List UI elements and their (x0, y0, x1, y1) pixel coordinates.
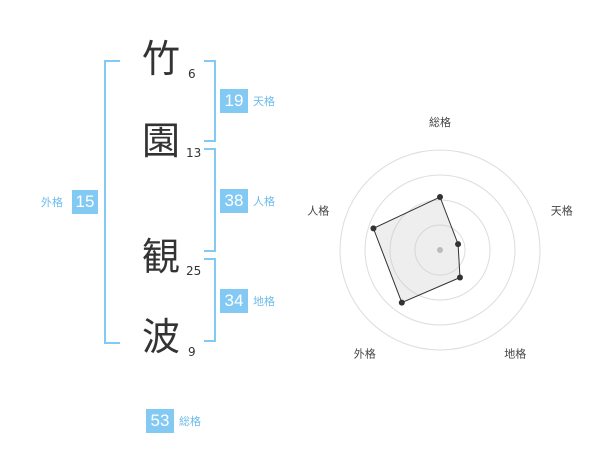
jinkaku-value: 38 (220, 189, 248, 213)
chikaku-label: 地格 (253, 295, 275, 308)
tenkaku-bracket (204, 60, 216, 142)
radar-axis-label-4: 外格 (354, 347, 376, 361)
gaikaku-label: 外格 (41, 196, 63, 209)
name-char-2: 園 (142, 119, 181, 163)
radar-point-5 (370, 225, 377, 232)
name-char-1: 竹 (142, 37, 181, 81)
jinkaku-label: 人格 (253, 195, 275, 208)
radar-ring-3 (364, 174, 516, 326)
stroke-count-1: 6 (188, 67, 196, 81)
radar-area (372, 196, 461, 304)
tenkaku-label: 天格 (253, 95, 275, 108)
radar-point-3 (456, 274, 463, 281)
radar-axis-label-5: 人格 (307, 203, 329, 217)
gaikaku-value: 15 (72, 190, 98, 214)
stroke-count-4: 9 (188, 345, 196, 359)
gaikaku-bracket (104, 60, 120, 344)
radar-point-4 (398, 299, 405, 306)
stroke-count-3: 25 (186, 264, 202, 278)
radar-axis-label-2: 天格 (551, 203, 573, 217)
chikaku-bracket (204, 258, 216, 342)
radar-axis-label-1: 総格 (429, 115, 451, 129)
radar-ring-1 (414, 224, 466, 276)
stroke-count-2: 13 (186, 146, 202, 160)
radar-point-2 (455, 241, 462, 248)
radar-axis-label-3: 地格 (504, 347, 526, 361)
soukaku-value: 53 (146, 409, 174, 433)
tenkaku-value: 19 (220, 89, 248, 113)
name-char-3: 観 (142, 235, 181, 279)
chikaku-value: 34 (220, 289, 248, 313)
radar-ring-4 (339, 149, 541, 351)
jinkaku-bracket (204, 148, 216, 252)
soukaku-label: 総格 (179, 415, 201, 428)
name-char-4: 波 (142, 315, 181, 359)
radar-point-1 (437, 194, 443, 200)
radar-center (437, 247, 443, 253)
